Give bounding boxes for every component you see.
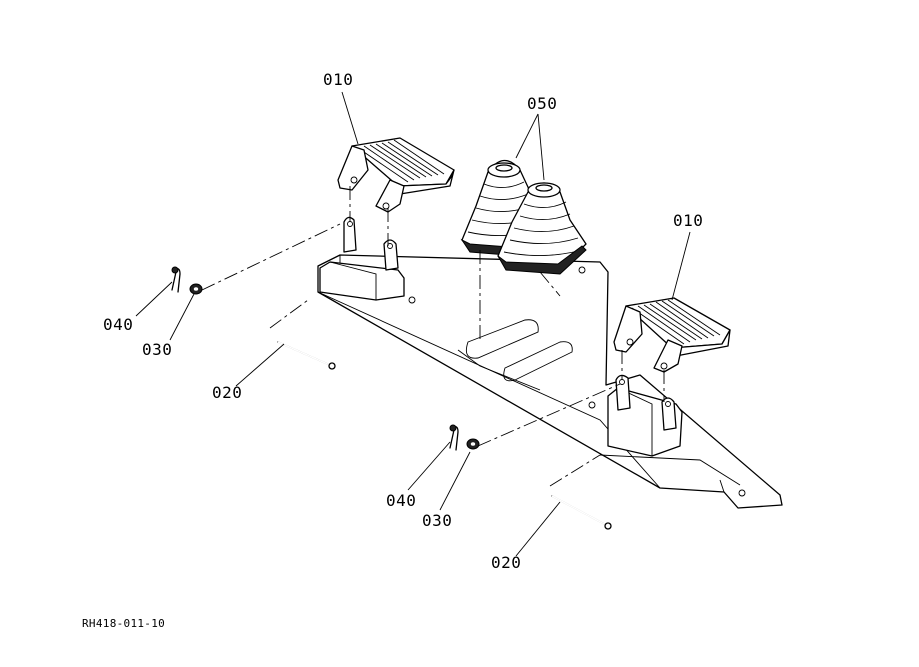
washer-lower: [466, 438, 480, 450]
callout-010-right: 010: [673, 211, 704, 230]
callout-020-upper: 020: [212, 383, 243, 402]
drawing-code: RH418-011-10: [82, 617, 166, 630]
pin-upper: [277, 341, 336, 370]
rubber-boots: [460, 159, 587, 275]
callout-030-upper: 030: [142, 340, 173, 359]
cotter-pin-lower: [449, 424, 459, 451]
callout-040-upper: 040: [103, 315, 134, 334]
callout-030-lower: 030: [422, 511, 453, 530]
callout-040-lower: 040: [386, 491, 417, 510]
cotter-pin-upper: [171, 266, 181, 293]
callout-010-left: 010: [323, 70, 354, 89]
left-pedal: [337, 137, 455, 213]
right-pedal-bracket: [607, 374, 683, 457]
pin-lower: [551, 495, 612, 530]
left-pedal-bracket: [319, 216, 405, 301]
right-pedal: [613, 297, 731, 373]
base-plate: [317, 254, 783, 509]
callout-050: 050: [527, 94, 558, 113]
washer-upper: [189, 283, 203, 295]
leader-lines: [135, 91, 691, 557]
assembly-centerlines: [201, 186, 665, 487]
callout-020-lower: 020: [491, 553, 522, 572]
